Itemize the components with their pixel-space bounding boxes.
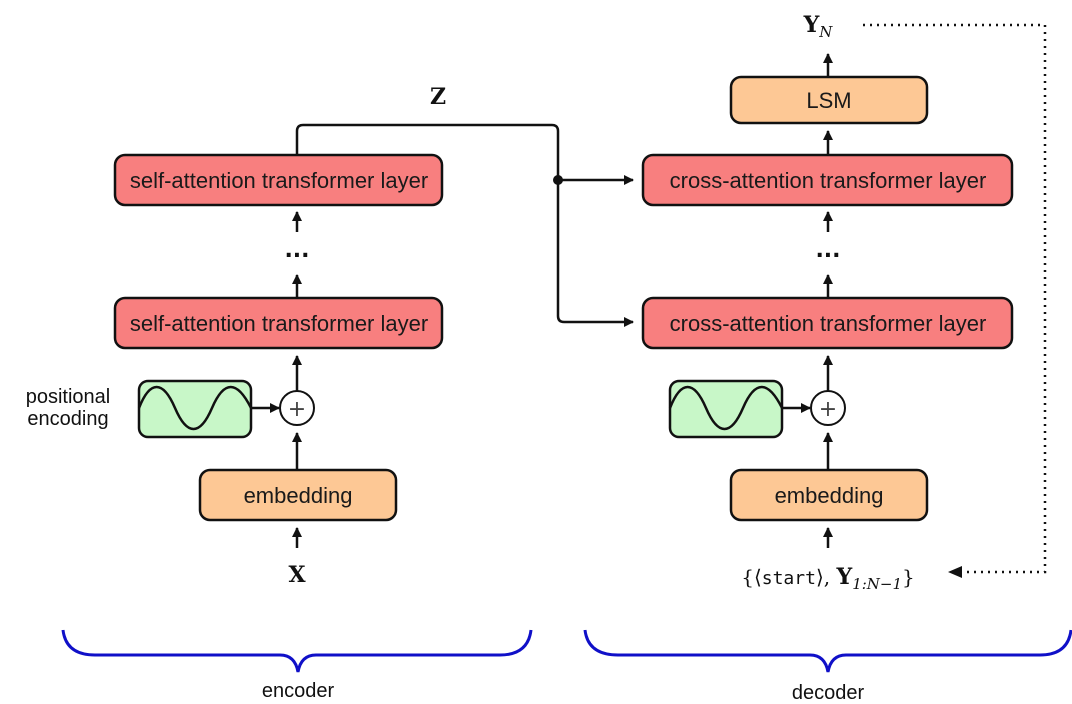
encoder-label: encoder <box>262 680 335 702</box>
feedback-arrowhead <box>948 566 962 578</box>
decoder-brace <box>583 629 1072 673</box>
decoder-embedding-label: embedding <box>775 483 884 508</box>
decoder-layer-bottom-label: cross-attention transformer layer <box>670 311 987 336</box>
encoder-layer-top: self-attention transformer layer <box>113 153 444 207</box>
decoder-plus-node: + <box>810 390 846 426</box>
plus-icon: + <box>288 397 306 422</box>
decoder-output: YN <box>803 12 834 41</box>
lsm-box: LSM <box>729 75 929 125</box>
decoder-embedding-box: embedding <box>729 468 929 522</box>
decoder-layer-top-label: cross-attention transformer layer <box>670 168 987 193</box>
plus-icon: + <box>819 397 837 422</box>
decoder-input: {⟨start⟩, Y1:N−1} <box>741 564 915 593</box>
z-connection-line <box>295 123 634 327</box>
encoder-brace <box>61 629 533 673</box>
sine-wave-icon <box>668 386 784 430</box>
lsm-label: LSM <box>806 88 851 113</box>
positional-encoding-label-line1: positional <box>26 386 111 408</box>
feedback-dotted-line <box>863 23 1047 574</box>
encoder-plus-node: + <box>279 390 315 426</box>
encoder-layer-bottom: self-attention transformer layer <box>113 296 444 350</box>
svg-text:{⟨start⟩, Y1:N−1}: {⟨start⟩, Y1:N−1} <box>741 564 915 593</box>
encoder-embedding-box: embedding <box>198 468 398 522</box>
encoder-layer-top-label: self-attention transformer layer <box>130 168 428 193</box>
encoder-input-x: X <box>288 562 306 588</box>
decoder-ellipsis: ... <box>815 238 840 263</box>
encoder-ellipsis: ... <box>284 238 309 263</box>
encoder-output-z: Z <box>430 84 446 110</box>
decoder-layer-bottom: cross-attention transformer layer <box>641 296 1014 350</box>
decoder-layer-top: cross-attention transformer layer <box>641 153 1014 207</box>
decoder-positional-encoding-box <box>668 379 784 439</box>
decoder-label: decoder <box>792 682 865 704</box>
junction-dot <box>553 175 563 185</box>
encoder-positional-encoding-box <box>137 379 253 439</box>
sine-wave-icon <box>137 386 253 430</box>
positional-encoding-label-line2: encoding <box>27 408 108 430</box>
encoder-layer-bottom-label: self-attention transformer layer <box>130 311 428 336</box>
encoder-embedding-label: embedding <box>244 483 353 508</box>
